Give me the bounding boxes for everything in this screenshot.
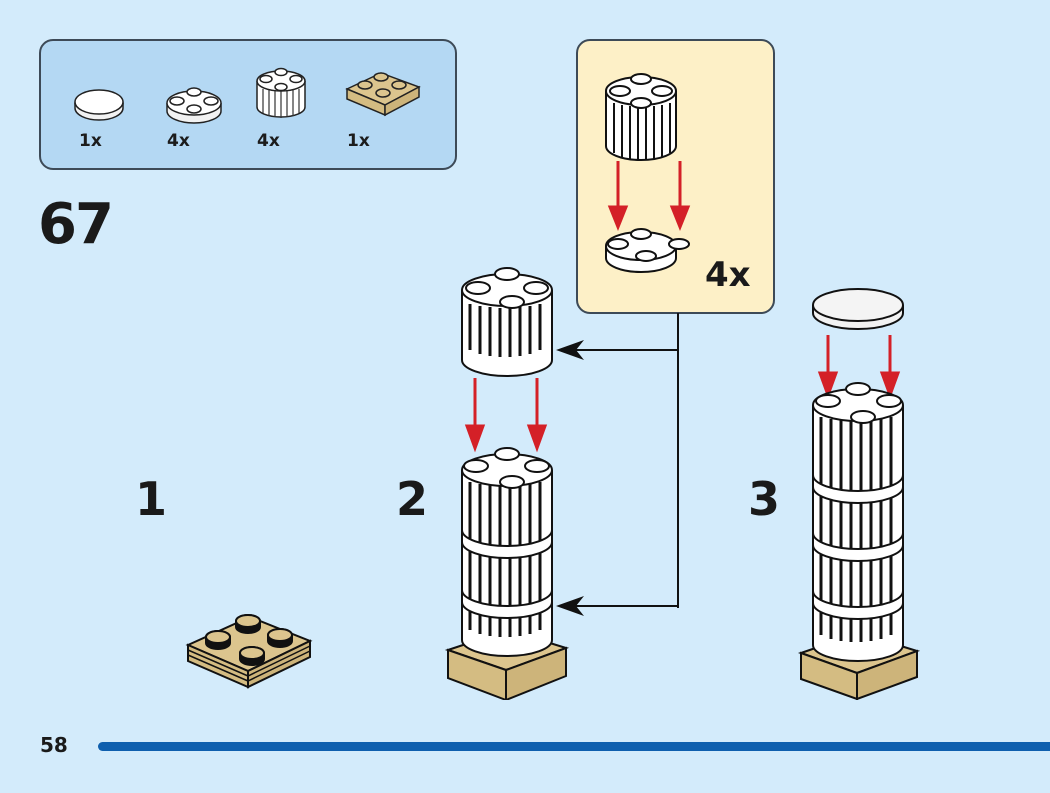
parts-qty: 4x	[257, 131, 280, 151]
parts-qty: 4x	[167, 131, 190, 151]
progress-bar	[98, 742, 1050, 751]
parts-qty: 1x	[79, 131, 102, 151]
callout-quantity: 4x	[705, 255, 751, 295]
parts-item-round-tile: 1x	[69, 41, 149, 170]
pointer-arrow-icon	[556, 596, 584, 616]
step-number: 67	[38, 192, 114, 257]
parts-item-round-plate: 4x	[161, 41, 241, 170]
step-3-tower-illustration	[797, 288, 921, 700]
pointer-arrow-icon	[556, 340, 584, 360]
parts-qty: 1x	[347, 131, 370, 151]
sub-step-label: 3	[748, 472, 781, 526]
page-number: 58	[40, 733, 68, 757]
round-tile-icon	[74, 89, 124, 121]
round-brick-grille-icon	[256, 67, 306, 118]
sub-assembly-callout: 4x	[576, 39, 775, 314]
red-arrow	[607, 161, 691, 232]
tan-plate-illustration	[185, 614, 313, 689]
callout-illustration	[605, 73, 691, 273]
parts-item-round-brick: 4x	[251, 41, 331, 170]
parts-list-box: 1x 4x 4x	[39, 39, 457, 170]
sub-step-label: 2	[396, 472, 429, 526]
step-2-tower-illustration	[444, 267, 570, 700]
round-plate-icon	[166, 87, 222, 124]
sub-step-label: 1	[135, 472, 168, 526]
parts-item-tan-plate: 1x	[343, 41, 423, 170]
tan-plate-icon	[345, 72, 421, 117]
